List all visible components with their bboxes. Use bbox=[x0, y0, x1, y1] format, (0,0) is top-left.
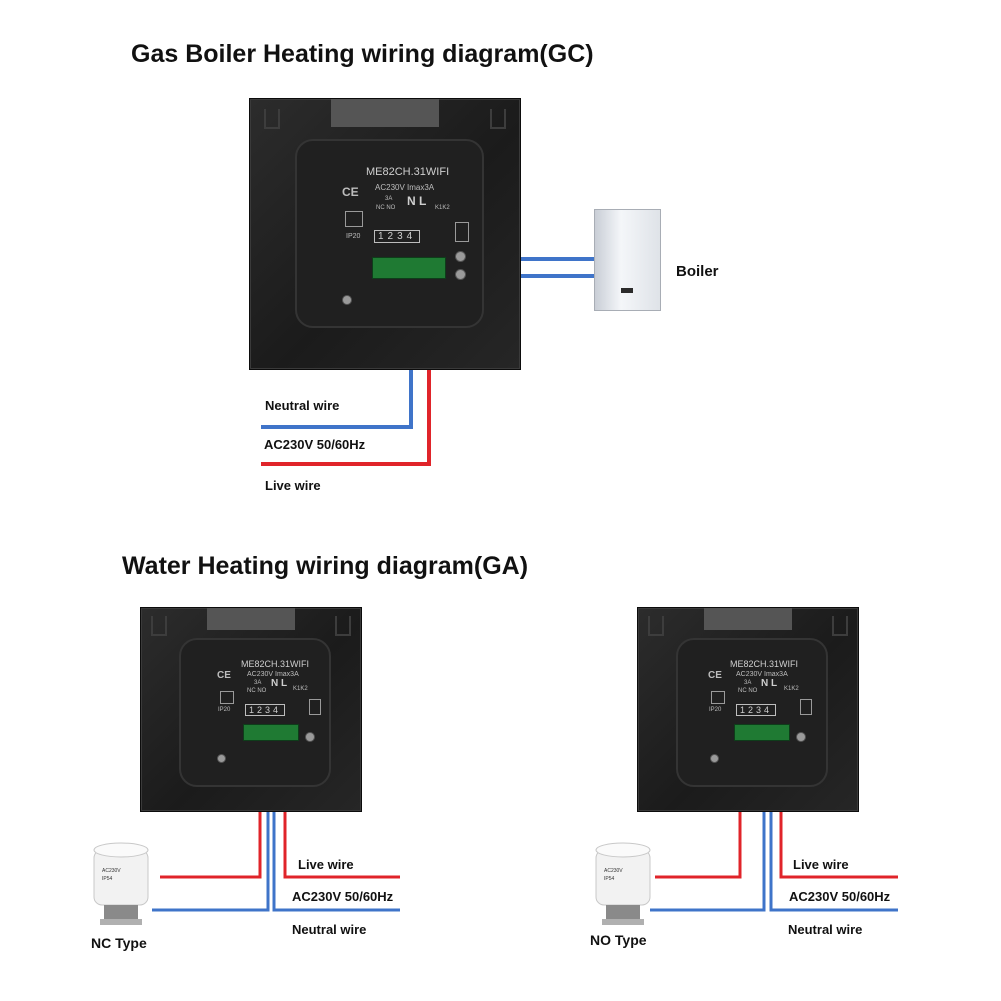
actuator-print: IP54 bbox=[604, 876, 615, 882]
terminal-block bbox=[734, 724, 790, 741]
k1k2-label: K1K2 bbox=[293, 686, 308, 692]
no-power-label: AC230V 50/60Hz bbox=[789, 889, 891, 904]
no-live-label: Live wire bbox=[793, 857, 849, 872]
gc-neutral-label: Neutral wire bbox=[265, 398, 340, 413]
ce-mark: CE bbox=[217, 670, 231, 681]
ce-mark: CE bbox=[708, 670, 722, 681]
gc-power-label: AC230V 50/60Hz bbox=[264, 437, 366, 452]
mount-notch bbox=[490, 109, 506, 129]
nc-no-label: NC NO bbox=[376, 205, 396, 211]
no-thermostat: ME82CH.31WIFI AC230V Imax3A CE IP20 3A N… bbox=[637, 607, 859, 812]
current-rating: 3A bbox=[254, 680, 262, 686]
nc-neutral-label: Neutral wire bbox=[292, 922, 367, 937]
top-tab bbox=[331, 99, 439, 127]
side-screw bbox=[796, 732, 806, 742]
no-neutral-label: Neutral wire bbox=[788, 922, 863, 937]
terminal-numbers: 1234 bbox=[736, 704, 777, 716]
nc-power-label: AC230V 50/60Hz bbox=[292, 889, 394, 904]
ip-square bbox=[345, 211, 363, 227]
actuator-print: AC230V bbox=[604, 868, 623, 874]
relay-box bbox=[455, 222, 469, 242]
rear-plate bbox=[179, 638, 331, 787]
model-label: ME82CH.31WIFI bbox=[366, 166, 450, 178]
terminal-block bbox=[243, 724, 299, 741]
nc-no-label: NC NO bbox=[738, 688, 758, 694]
top-tab bbox=[704, 608, 792, 630]
rear-plate bbox=[676, 638, 828, 787]
gc-thermostat: ME82CH.31WIFI AC230V Imax3A CE IP20 3A N… bbox=[249, 98, 521, 370]
model-label: ME82CH.31WIFI bbox=[241, 659, 310, 669]
boiler-terminal-screw bbox=[455, 269, 466, 280]
ip-rating: IP20 bbox=[709, 707, 722, 713]
mount-notch bbox=[648, 616, 664, 636]
k1k2-label: K1K2 bbox=[784, 686, 799, 692]
boiler-unit bbox=[594, 209, 661, 311]
boiler-control-panel bbox=[621, 288, 633, 293]
terminal-block bbox=[372, 257, 446, 279]
mount-notch bbox=[151, 616, 167, 636]
ip-rating: IP20 bbox=[346, 233, 361, 240]
no-actuator: AC230V IP54 bbox=[595, 842, 651, 925]
ip-square bbox=[711, 691, 725, 704]
rear-plate bbox=[295, 139, 484, 328]
nc-type-label: NC Type bbox=[91, 935, 147, 951]
relay-box bbox=[800, 699, 812, 715]
mount-screw bbox=[217, 754, 226, 763]
nc-live-label: Live wire bbox=[298, 857, 354, 872]
terminal-numbers: 1234 bbox=[374, 230, 421, 243]
gc-diagram-title: Gas Boiler Heating wiring diagram(GC) bbox=[131, 40, 594, 68]
ip-rating: IP20 bbox=[218, 707, 231, 713]
mount-screw bbox=[342, 295, 352, 305]
k1k2-label: K1K2 bbox=[435, 205, 450, 211]
n-l-label: N L bbox=[761, 678, 778, 689]
top-tab bbox=[207, 608, 295, 630]
mount-screw bbox=[710, 754, 719, 763]
spec-label: AC230V Imax3A bbox=[247, 671, 299, 678]
nc-no-label: NC NO bbox=[247, 688, 267, 694]
current-rating: 3A bbox=[744, 680, 752, 686]
mount-notch bbox=[335, 616, 351, 636]
spec-label: AC230V Imax3A bbox=[375, 183, 435, 192]
n-l-label: N L bbox=[407, 194, 427, 208]
current-rating: 3A bbox=[385, 196, 393, 202]
spec-label: AC230V Imax3A bbox=[736, 671, 788, 678]
boiler-terminal-screw bbox=[455, 251, 466, 262]
ga-diagram-title: Water Heating wiring diagram(GA) bbox=[122, 552, 529, 580]
mount-notch bbox=[832, 616, 848, 636]
nc-thermostat: ME82CH.31WIFI AC230V Imax3A CE IP20 3A N… bbox=[140, 607, 362, 812]
n-l-label: N L bbox=[271, 678, 288, 689]
ce-mark: CE bbox=[342, 185, 359, 199]
actuator-print: AC230V bbox=[102, 868, 121, 874]
ip-square bbox=[220, 691, 234, 704]
side-screw bbox=[305, 732, 315, 742]
actuator-print: IP54 bbox=[102, 876, 113, 882]
terminal-numbers: 1234 bbox=[245, 704, 286, 716]
model-label: ME82CH.31WIFI bbox=[730, 659, 799, 669]
nc-actuator: AC230V IP54 bbox=[93, 842, 149, 925]
boiler-label: Boiler bbox=[676, 263, 719, 280]
mount-notch bbox=[264, 109, 280, 129]
no-type-label: NO Type bbox=[590, 932, 647, 948]
relay-box bbox=[309, 699, 321, 715]
gc-live-label: Live wire bbox=[265, 478, 321, 493]
